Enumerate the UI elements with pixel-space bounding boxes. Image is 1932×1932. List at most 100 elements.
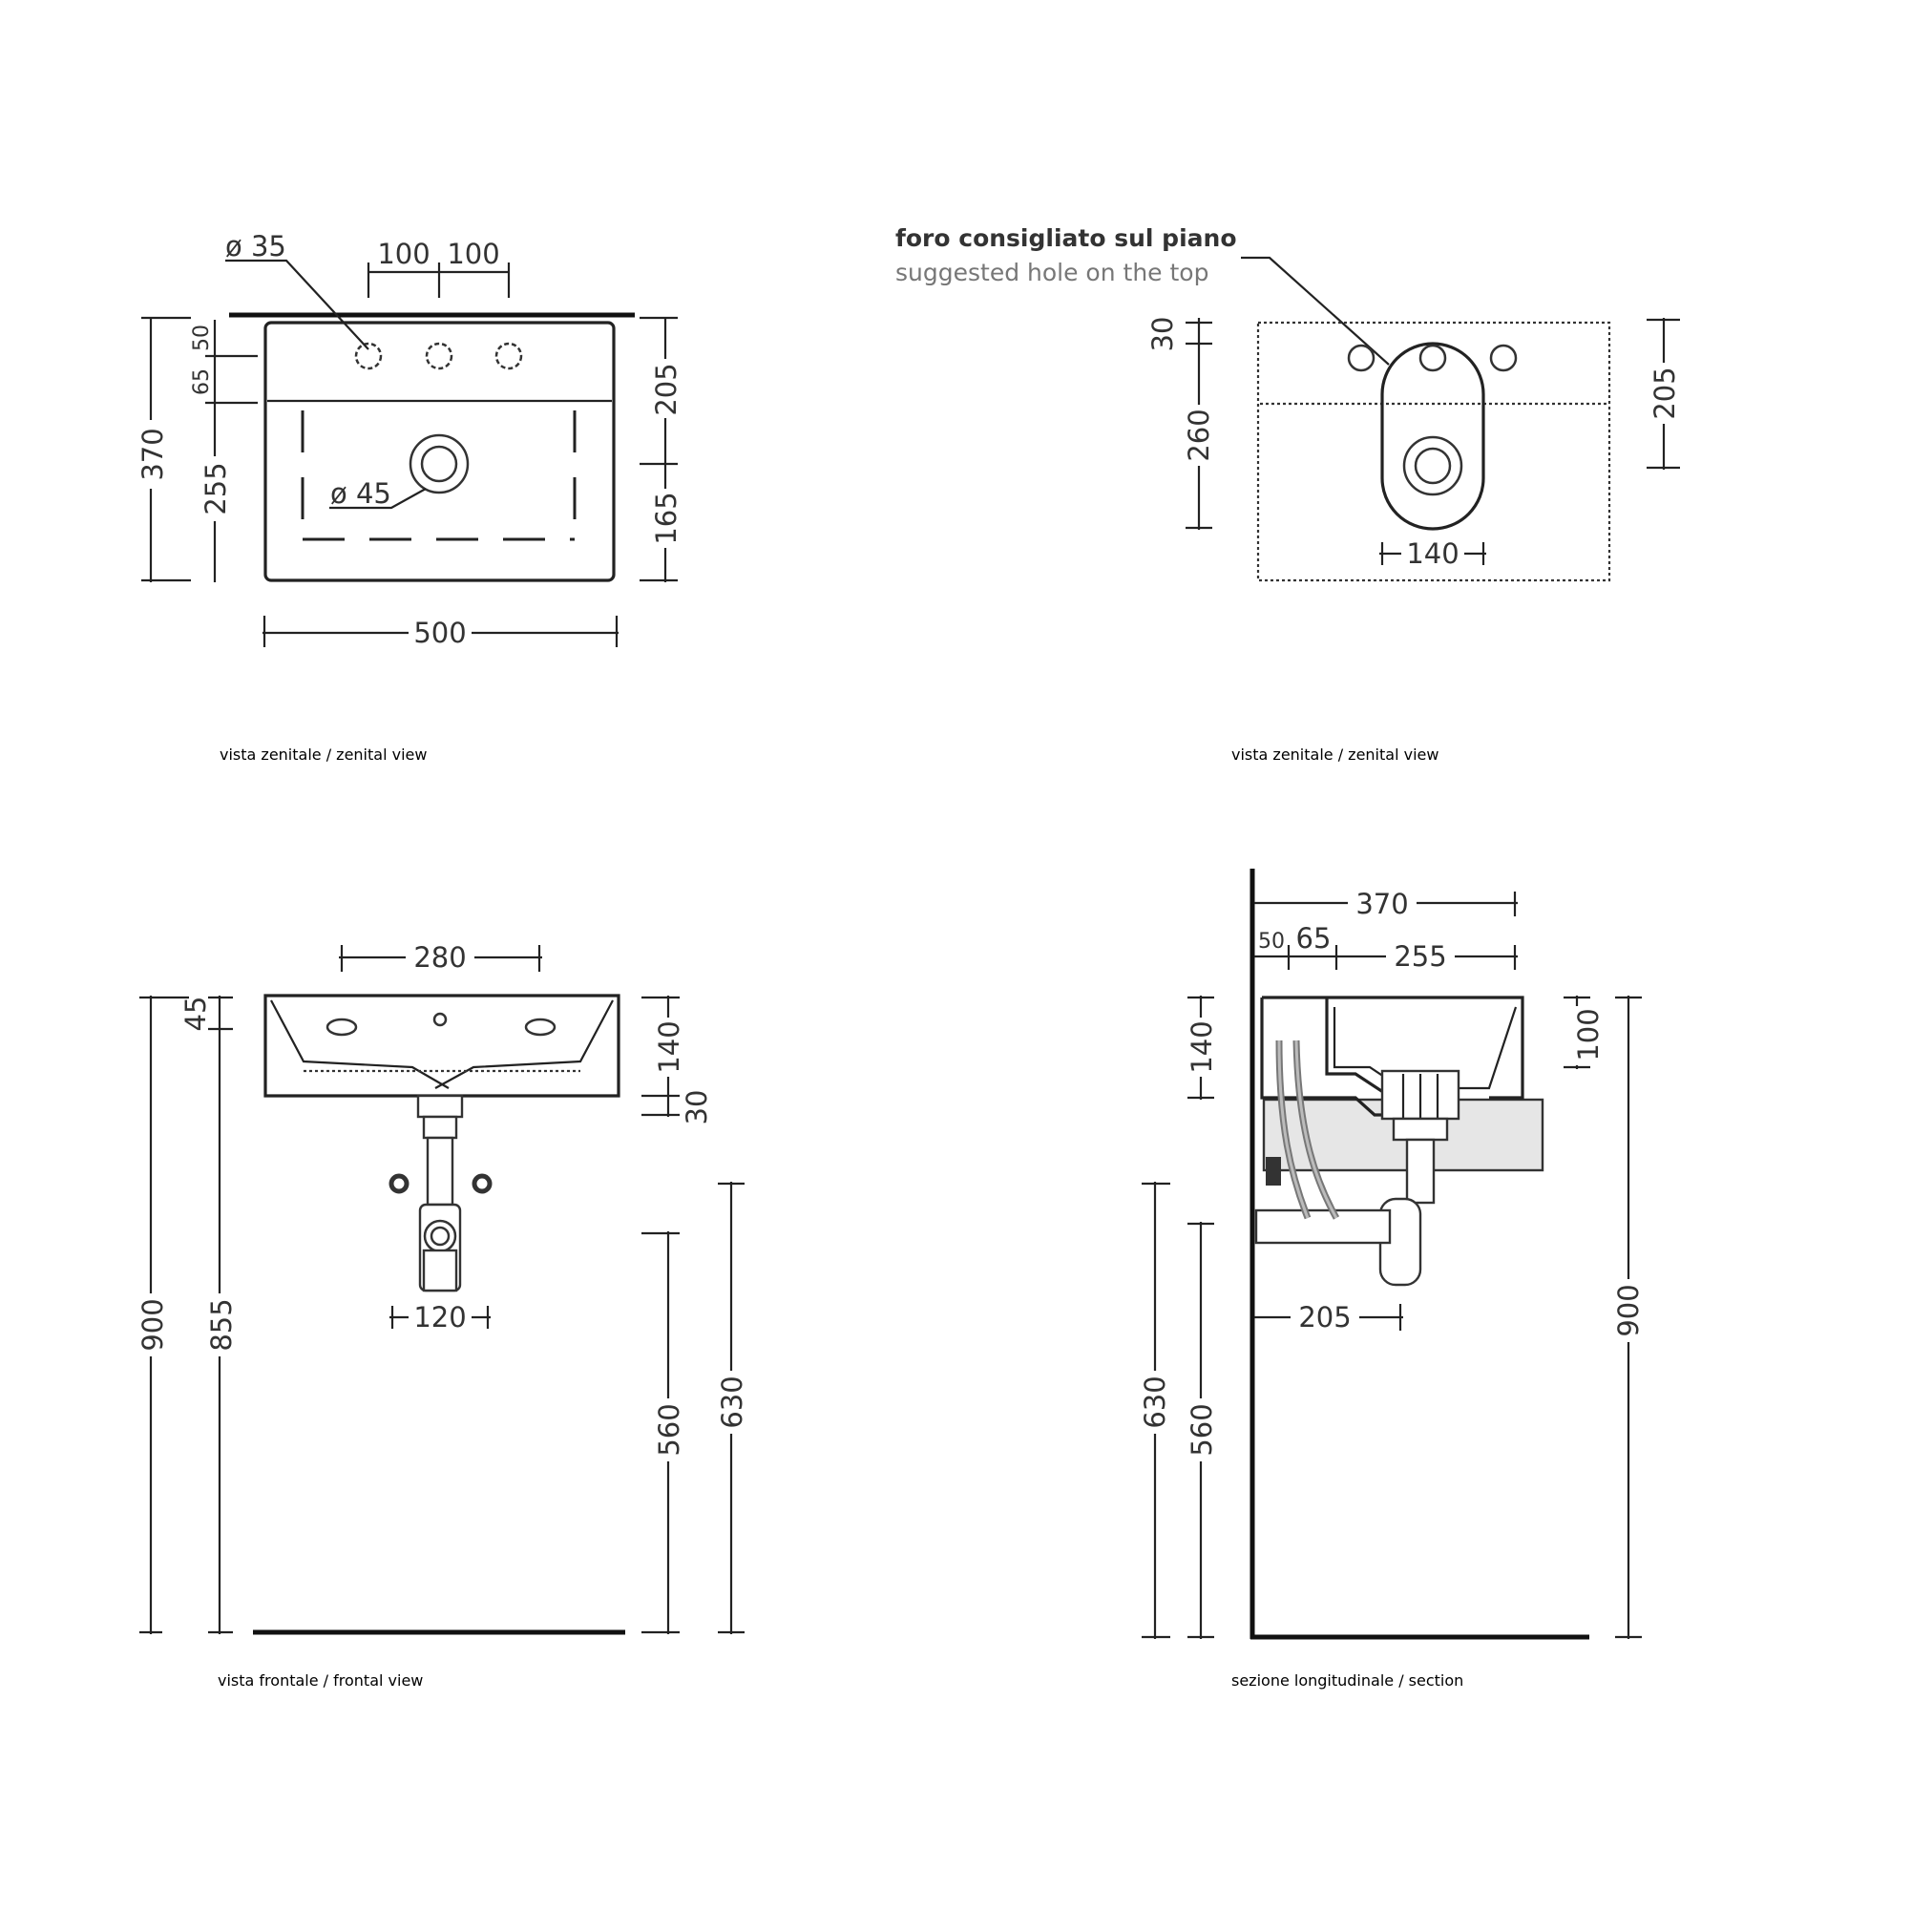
waste-height-label: 560 bbox=[1186, 1403, 1218, 1456]
tap-hole-right bbox=[1489, 344, 1518, 372]
caption-it: sezione longitudinale bbox=[1231, 1671, 1394, 1690]
view-bottom-left: 280 900 45 855 140 30 560 630 bbox=[136, 941, 748, 1690]
right-depth-bg bbox=[1649, 363, 1680, 424]
width-label: 500 bbox=[413, 617, 466, 649]
caption-it: vista frontale bbox=[218, 1671, 319, 1690]
supply-hose-b-inner bbox=[1294, 1040, 1338, 1219]
supply-height-label: 630 bbox=[1139, 1376, 1171, 1428]
tap-hole-right bbox=[524, 1018, 556, 1037]
tap-hole-center bbox=[425, 342, 453, 370]
trap-width-label: 120 bbox=[413, 1301, 466, 1334]
basin-depth-bg bbox=[1386, 941, 1455, 972]
caption-top-left: vista zenitale / zenital view bbox=[220, 746, 427, 764]
rim-label: 45 bbox=[179, 997, 212, 1032]
waste-nut bbox=[422, 1115, 458, 1140]
height-bg bbox=[654, 1018, 684, 1077]
caption-sep: / bbox=[1334, 746, 1349, 764]
tap-hole-left bbox=[354, 342, 383, 370]
note-it: foro consigliato sul piano bbox=[895, 224, 1237, 252]
caption-en: section bbox=[1409, 1671, 1464, 1690]
view-bottom-right: 370 50 65 255 140 100 900 630 bbox=[1139, 869, 1645, 1690]
waste-bg bbox=[654, 1398, 684, 1461]
right-upper-bg bbox=[651, 359, 682, 418]
caption-it: vista zenitale bbox=[220, 746, 322, 764]
trap-offset-label: 205 bbox=[1298, 1301, 1351, 1334]
offset-a-label: 50 bbox=[1258, 930, 1285, 954]
section-outlet-pipe bbox=[1254, 1208, 1392, 1245]
offset-b-label: 65 bbox=[1296, 922, 1332, 955]
tap-hole-right bbox=[494, 342, 523, 370]
inner-label: 100 bbox=[1572, 1008, 1605, 1060]
drain-inner bbox=[1414, 447, 1452, 485]
basin-inner-lines bbox=[270, 999, 614, 1089]
view-top-right: foro consigliato sul piano suggested hol… bbox=[895, 224, 1681, 764]
section-waste-pipe bbox=[1405, 1138, 1436, 1205]
section-nut bbox=[1392, 1117, 1449, 1142]
trap-offset-bg bbox=[1291, 1302, 1359, 1333]
tap-hole-center bbox=[1418, 344, 1447, 372]
overall-bg bbox=[136, 1293, 166, 1356]
drain-inner bbox=[420, 445, 458, 483]
tap-hole-left bbox=[1347, 344, 1376, 372]
overall-bg bbox=[1613, 1279, 1644, 1342]
trap-outlet bbox=[422, 1249, 458, 1292]
basin-depth-label: 255 bbox=[1394, 940, 1446, 973]
caption-en: zenital view bbox=[1348, 746, 1438, 764]
caption-sep: / bbox=[319, 1671, 334, 1690]
depth-label: 370 bbox=[136, 428, 169, 480]
depth-label-bg bbox=[136, 420, 166, 489]
supply-bg bbox=[717, 1371, 747, 1434]
tap-hole-left bbox=[326, 1018, 358, 1037]
note-en: suggested hole on the top bbox=[895, 259, 1208, 286]
trap-cap-inner bbox=[430, 1226, 451, 1247]
supply-valve-right bbox=[472, 1173, 493, 1194]
supply-hose-a-inner bbox=[1277, 1040, 1310, 1219]
hole-length-label: 260 bbox=[1183, 409, 1215, 461]
inner-bg bbox=[1573, 1006, 1604, 1065]
caption-bottom-right: sezione longitudinale / section bbox=[1231, 1671, 1463, 1690]
to-rim-bg bbox=[206, 1293, 237, 1356]
section-valve bbox=[1266, 1157, 1281, 1186]
waste-body bbox=[416, 1094, 464, 1119]
top-offset-label: 30 bbox=[1146, 317, 1179, 352]
caption-en: zenital view bbox=[336, 746, 427, 764]
basin-outline-dotted bbox=[1256, 321, 1611, 582]
basin-outline bbox=[263, 321, 616, 582]
drain-dia-leader bbox=[329, 488, 427, 510]
basin-front-outline bbox=[263, 994, 620, 1098]
right-lower-label: 165 bbox=[650, 492, 682, 544]
view-top-left: ø 35 ø 45 100 100 370 50 65 255 205 165 bbox=[136, 230, 682, 764]
right-lower-bg bbox=[651, 489, 682, 548]
to-rim-label: 855 bbox=[205, 1298, 238, 1351]
caption-sep: / bbox=[322, 746, 337, 764]
caption-bottom-left: vista frontale / frontal view bbox=[218, 1671, 423, 1690]
hole-width-bg bbox=[1401, 538, 1464, 569]
hole-dia-label: ø 35 bbox=[225, 230, 286, 262]
spacing-b-label: 100 bbox=[447, 238, 499, 270]
offset-b-label: 65 bbox=[190, 368, 214, 395]
suggested-hole bbox=[1380, 342, 1485, 531]
waste-height-label: 560 bbox=[653, 1403, 685, 1456]
top-width-bg bbox=[406, 941, 474, 972]
basin-depth-label: 255 bbox=[200, 462, 232, 514]
caption-top-right: vista zenitale / zenital view bbox=[1231, 746, 1438, 764]
caption-en: frontal view bbox=[333, 1671, 423, 1690]
height-bg bbox=[1186, 1018, 1217, 1077]
depth-bg bbox=[1348, 888, 1417, 918]
hole-dia-leader bbox=[225, 259, 369, 350]
height-label: 140 bbox=[1186, 1020, 1218, 1073]
drain-dia-label: ø 45 bbox=[330, 477, 391, 510]
basin-depth-bg bbox=[200, 456, 231, 521]
right-upper-label: 205 bbox=[650, 363, 682, 415]
note-leader bbox=[1241, 256, 1390, 366]
supply-height-label: 630 bbox=[716, 1376, 748, 1428]
supply-bg bbox=[1140, 1371, 1170, 1434]
width-label-bg bbox=[409, 616, 472, 648]
right-depth-label: 205 bbox=[1648, 367, 1681, 419]
top-width-label: 280 bbox=[413, 941, 466, 974]
offset-a-label: 50 bbox=[190, 325, 214, 351]
caption-it: vista zenitale bbox=[1231, 746, 1334, 764]
trap-width-bg bbox=[409, 1302, 472, 1333]
supply-valve-left bbox=[388, 1173, 410, 1194]
